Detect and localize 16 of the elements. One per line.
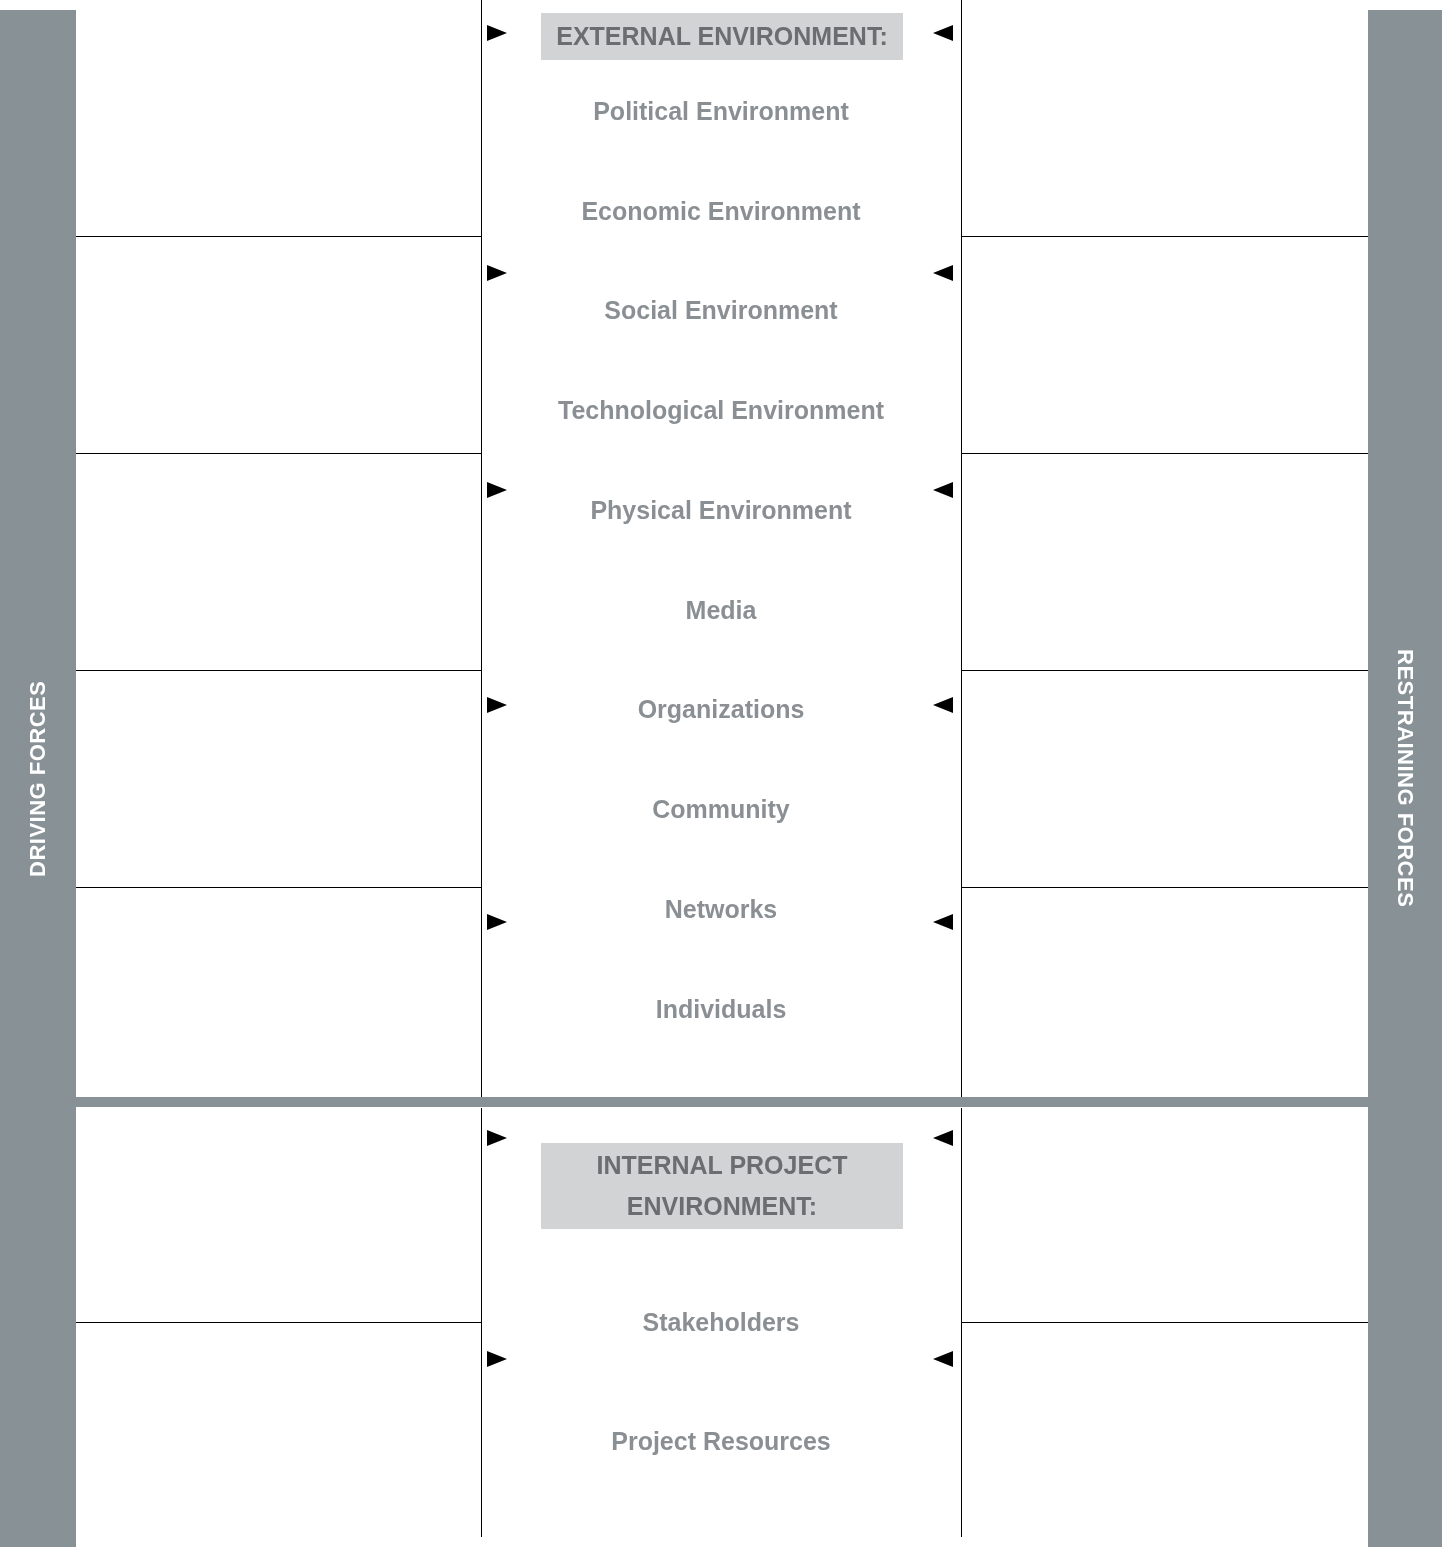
category-label: Organizations [637, 694, 805, 724]
category-label: Project Resources [611, 1426, 831, 1456]
category-label: Media [685, 595, 757, 625]
force-band: DRIVING FORCES [0, 10, 76, 1547]
category-label: Physical Environment [590, 495, 852, 525]
category-label: Community [652, 794, 790, 824]
category-label: Technological Environment [558, 395, 884, 425]
category-label: Networks [664, 894, 778, 924]
category-label: Social Environment [604, 295, 838, 325]
category-label: Economic Environment [581, 196, 861, 226]
heading-box: INTERNAL PROJECT ENVIRONMENT: [541, 1143, 903, 1229]
category-label: Political Environment [593, 96, 849, 126]
force-band: RESTRAINING FORCES [1368, 10, 1442, 1547]
category-label: Stakeholders [642, 1307, 800, 1337]
category-label: Individuals [655, 994, 787, 1024]
heading-box: EXTERNAL ENVIRONMENT: [541, 13, 903, 60]
